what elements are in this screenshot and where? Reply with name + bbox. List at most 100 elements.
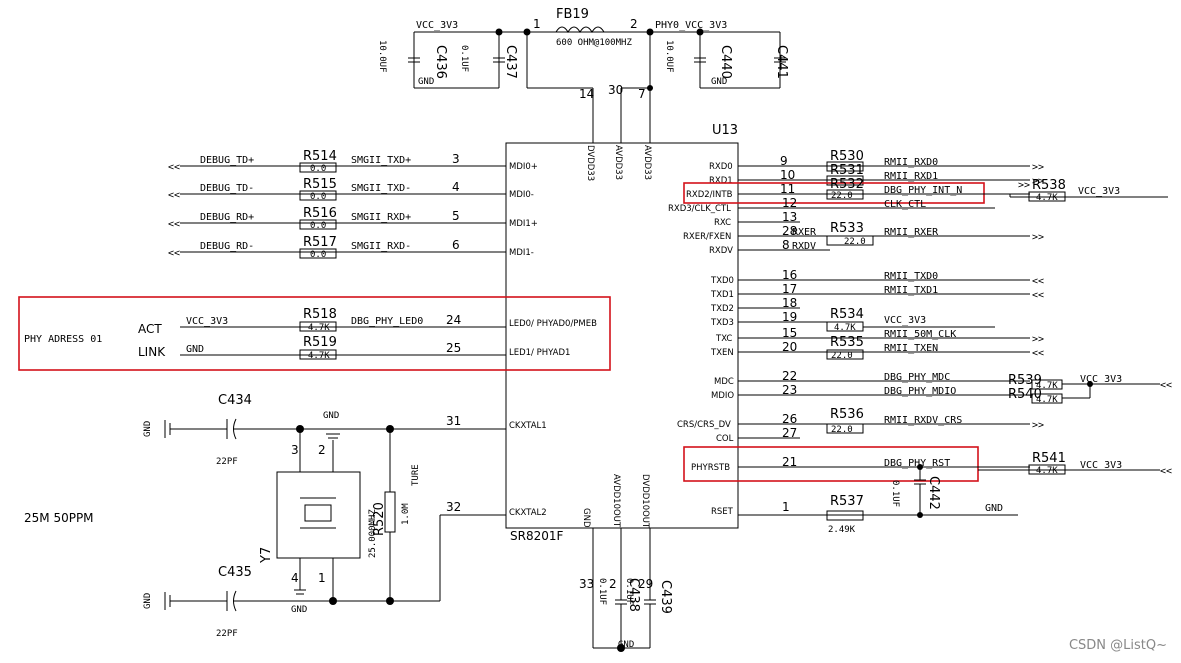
sig-left-1: SMGII_TXD- [351,183,411,194]
net-right-3: CLK_CTL [884,199,926,210]
svg-text:>>: >> [1032,420,1044,431]
cap-c439-ref: C439 [658,580,673,614]
res-right-2-val: 22.0 [831,191,853,201]
net-left-1: DEBUG_TD- [200,183,254,194]
pin-right-17: 21 [782,455,797,469]
bead-ref: FB19 [556,7,589,22]
pin-right-12: 20 [782,340,797,354]
svg-text:<<: << [168,162,180,173]
svg-text:<<: << [1032,276,1044,287]
led-res-0-val: 4.7K [308,323,330,333]
pname-right-13: MDC [714,377,734,387]
pin-right-13: 22 [782,369,797,383]
res-right-0-ref: R530 [830,149,864,164]
pname-right-16: COL [716,434,734,444]
led-res-1-ref: R519 [303,335,337,350]
pullup-2-val: 4.7K [1036,395,1058,405]
power-top: FB19 600 OHM@100MHZ 1 2 VCC_3V3 PHY0_VCC… [377,7,789,181]
watermark-text: CSDN @ListQ~ [1068,638,1167,653]
res-r520-val: 1.0M [401,503,411,525]
net-right-14: DBG_PHY_MDIO [884,386,956,397]
net-right-18: GND [985,503,1003,514]
pin-right-11: 15 [782,326,797,340]
phy-address-highlight [18,296,611,371]
res-left-0-ref: R514 [303,149,337,164]
led-func-1: LINK [138,345,166,359]
pin-right-6: 8 [782,238,790,252]
led-pin-0: 24 [446,313,461,327]
left-signal-2: << DEBUG_RD+ R516 0.0 SMGII_RXD+ 5 MDI1+ [168,206,538,231]
cap-c435-ref: C435 [218,565,252,580]
left-signal-0: << DEBUG_TD+ R514 0.0 SMGII_TXD+ 3 MDI0+ [168,149,538,174]
res-right-10-ref: R534 [830,307,864,322]
pname-right-12: TXEN [710,348,734,358]
bead-pin1: 1 [533,17,541,31]
net-right-10: VCC_3V3 [884,315,926,326]
res-right-1-ref: R531 [830,163,864,178]
pin-left-0: 3 [452,152,460,166]
int-highlight [683,182,985,204]
pin-right-2: 11 [780,182,795,196]
pin-right-15: 26 [782,412,797,426]
led-res-0-ref: R518 [303,307,337,322]
cap-c440-value: 10.0UF [664,40,674,73]
res-left-3-val: 0.0 [310,250,326,260]
cap-c440-ref: C440 [718,45,733,79]
bead-pin2: 2 [630,17,638,31]
pname-right-3: RXD3/CLK_CTL [668,204,731,214]
net-right-0: RMII_RXD0 [884,157,938,168]
res-right-5-val: 22.0 [844,237,866,247]
net-right-15: RMII_RXDV_CRS [884,415,962,426]
net-right-1: RMII_RXD1 [884,171,938,182]
led-row-0: ACT VCC_3V3 R518 4.7K DBG_PHY_LED0 24 LE… [138,307,597,336]
pname-right-10: TXD3 [710,318,734,328]
svg-text:<<: << [168,219,180,230]
pname-right-8: TXD1 [710,290,734,300]
res-right-15-ref: R536 [830,407,864,422]
left-signal-3: << DEBUG_RD- R517 0.0 SMGII_RXD- 6 MDI1- [168,235,534,260]
pin-right-8: 17 [782,282,797,296]
net-right-12: RMII_TXEN [884,343,938,354]
pin-2: 2 [609,577,617,591]
net-right-8: RMII_TXD1 [884,285,938,296]
pname-left-2: MDI1+ [509,219,538,229]
sig-left-2: SMGII_RXD+ [351,212,411,223]
pullup-1-net: VCC_3V3 [1080,374,1122,385]
net-right-13: DBG_PHY_MDC [884,372,950,383]
led-pname-1: LED1/ PHYAD1 [509,348,570,358]
gnd-label-top-right: GND [711,77,727,87]
svg-text:>>: >> [1032,334,1044,345]
crystal-note: 25M 50PPM [24,511,94,525]
svg-text:>>: >> [1032,176,1044,187]
crystal-section: GND C434 22PF GND C435 22PF 3 2 4 [24,393,547,639]
bottom-pins: GND AVDD10OUT DVDD10OUT 33 2 29 0.1UF C4… [579,474,673,652]
reset-highlight [683,446,979,482]
pname-right-18: RSET [711,507,734,517]
ture-label: TURE [411,464,421,486]
pname-right-5: RXER/FXEN [683,232,731,242]
pname-left-0: MDI0+ [509,162,538,172]
cap-c437-value: 0.1UF [459,45,469,72]
pname-dvdd10out: DVDD10OUT [640,474,650,529]
pin-31: 31 [446,414,461,428]
pullup-0-net: VCC_3V3 [1078,186,1120,197]
cap-c442-ref: C442 [926,476,941,510]
pin-33: 33 [579,577,594,591]
pname-left-3: MDI1- [509,248,534,258]
pname-right-4: RXC [714,218,731,228]
pname-right-14: MDIO [711,391,734,401]
pin-right-4: 13 [782,210,797,224]
res-left-1-val: 0.0 [310,192,326,202]
cap-c435-val: 22PF [216,629,238,639]
res-left-1-ref: R515 [303,177,337,192]
res-left-2-val: 0.0 [310,221,326,231]
net-vcc-left: VCC_3V3 [416,20,458,31]
pin-right-0: 9 [780,154,788,168]
net-right-11: RMII_50M_CLK [884,329,956,340]
pname-avdd33-b: AVDD33 [642,145,652,180]
svg-text:>>: >> [1032,232,1044,243]
pname-ckxtal1: CKXTAL1 [509,421,547,431]
pin-left-3: 6 [452,238,460,252]
led-row-1: LINK GND R519 4.7K 25 LED1/ PHYAD1 [138,335,570,361]
res-right-5-ref: R533 [830,221,864,236]
